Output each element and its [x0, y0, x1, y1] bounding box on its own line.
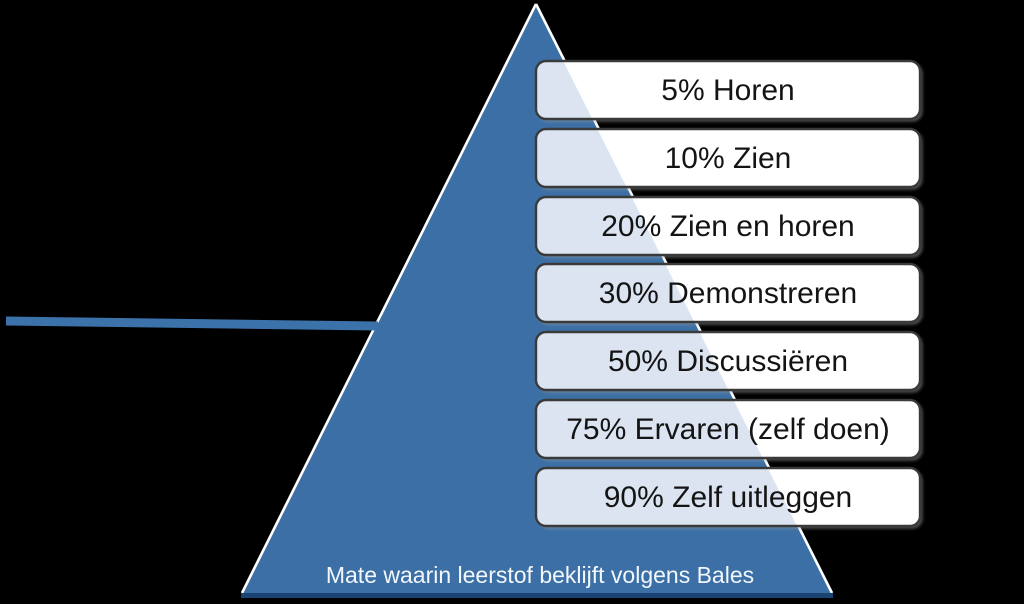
- level-label-90: 90% Zelf uitleggen: [604, 481, 853, 514]
- level-label-20: 20% Zien en horen: [601, 210, 855, 243]
- level-label-75: 75% Ervaren (zelf doen): [566, 413, 890, 446]
- level-labels: 5% Horen 10% Zien 20% Zien en horen 30% …: [566, 74, 890, 514]
- level-label-30: 30% Demonstreren: [599, 277, 857, 310]
- level-box-borders: [534, 59, 922, 528]
- connector-line: [5, 316, 379, 331]
- level-box: [536, 61, 920, 119]
- level-label-10: 10% Zien: [665, 142, 792, 175]
- level-label-5: 5% Horen: [661, 74, 794, 107]
- pyramid-left-edge: [240, 3, 538, 594]
- pyramid-caption: Mate waarin leerstof beklijft volgens Ba…: [326, 562, 754, 588]
- level-label-50: 50% Discussiëren: [608, 345, 848, 378]
- level-box: [536, 129, 920, 187]
